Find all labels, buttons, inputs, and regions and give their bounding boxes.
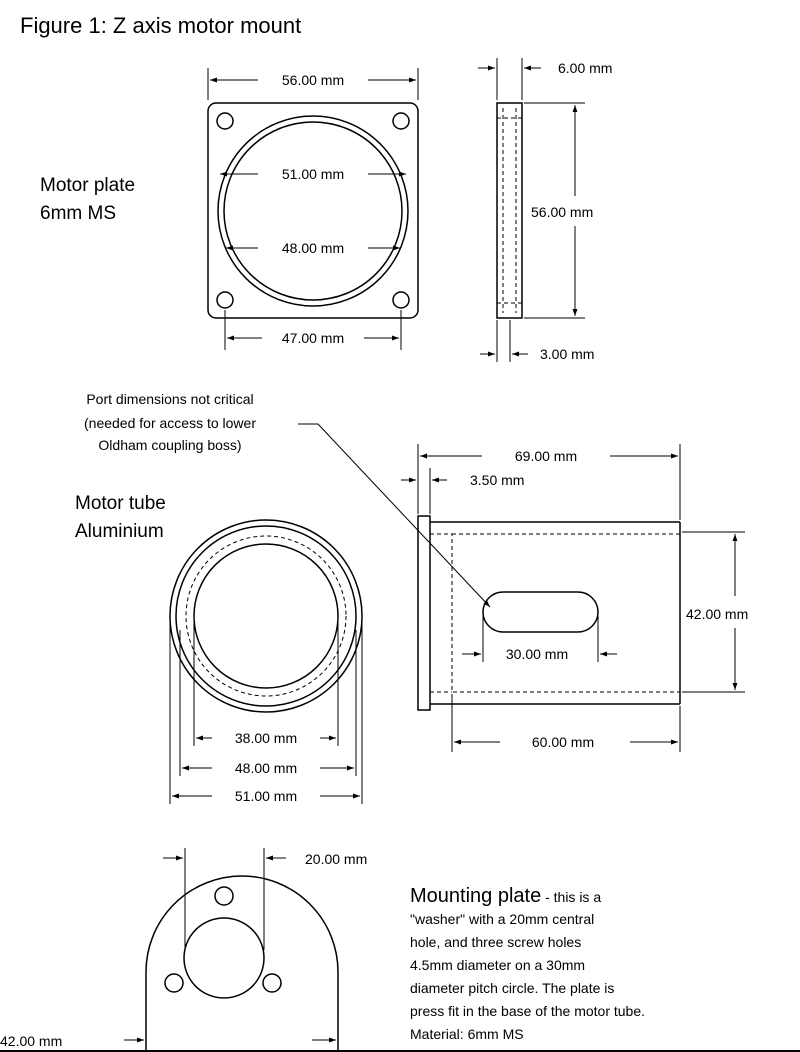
- dim-plate-inner-bore: 48.00 mm: [226, 240, 400, 256]
- dim-tube-body: 60.00 mm: [451, 694, 681, 752]
- motor-plate-front-view: [207, 102, 419, 319]
- mounting-plate-desc-line: 4.5mm diameter on a 30mm: [410, 957, 585, 973]
- dim-mounting-hole: 20.00 mm: [163, 851, 367, 867]
- dim-label: 56.00 mm: [282, 72, 344, 88]
- plate-screw-hole: [216, 112, 234, 130]
- dim-label: 47.00 mm: [282, 330, 344, 346]
- plate-inner-bore: [223, 121, 403, 301]
- port-note-line: Port dimensions not critical: [86, 391, 253, 407]
- mounting-plate-title-suffix: - this is a: [541, 889, 601, 905]
- dim-label: 38.00 mm: [235, 730, 297, 746]
- dim-label: 3.00 mm: [540, 346, 594, 362]
- mounting-plate-desc-line: Material: 6mm MS: [410, 1026, 524, 1042]
- dim-label: 51.00 mm: [282, 166, 344, 182]
- dim-label: 30.00 mm: [506, 646, 568, 662]
- mounting-plate-center-hole: [183, 917, 265, 999]
- port-note: Port dimensions not critical (needed for…: [84, 391, 491, 608]
- dim-label: 48.00 mm: [235, 760, 297, 776]
- port-note-line: Oldham coupling boss): [98, 437, 241, 453]
- dim-tube-outer: 51.00 mm: [172, 788, 360, 804]
- motor-plate-material: 6mm MS: [40, 203, 116, 224]
- dim-label: 48.00 mm: [282, 240, 344, 256]
- dim-tube-length: 69.00 mm: [417, 444, 681, 520]
- dim-label: 60.00 mm: [532, 734, 594, 750]
- plate-side-outline: [496, 102, 523, 319]
- dim-plate-recess: 3.00 mm: [480, 320, 594, 362]
- plate-screw-hole: [392, 291, 410, 309]
- tube-port-slot: [482, 591, 599, 633]
- motor-tube-material: Aluminium: [75, 521, 164, 542]
- mounting-plate-desc-line: press fit in the base of the motor tube.: [410, 1003, 645, 1019]
- motor-plate-label: Motor plate: [40, 175, 135, 196]
- dim-label: 3.50 mm: [470, 472, 524, 488]
- mounting-plate-screw-hole: [214, 886, 234, 906]
- dim-label: 20.00 mm: [305, 851, 367, 867]
- dim-plate-height: 56.00 mm: [524, 102, 593, 319]
- mounting-plate-screw-hole: [164, 973, 184, 993]
- plate-screw-hole: [216, 291, 234, 309]
- motor-tube-label: Motor tube: [75, 493, 166, 514]
- dim-plate-outer-bore: 51.00 mm: [220, 166, 406, 182]
- motor-tube-side-view: [417, 515, 681, 711]
- dim-label: 69.00 mm: [515, 448, 577, 464]
- plate-screw-hole: [392, 112, 410, 130]
- figure-title: Figure 1: Z axis motor mount: [20, 13, 301, 38]
- mounting-plate-screw-hole: [262, 973, 282, 993]
- mounting-plate-view: [145, 848, 339, 1052]
- dim-tube-bore: 38.00 mm: [196, 730, 336, 746]
- dim-label: 56.00 mm: [531, 204, 593, 220]
- mounting-plate-desc-line: hole, and three screw holes: [410, 934, 581, 950]
- dim-tube-flange: 3.50 mm: [401, 468, 524, 514]
- motor-plate-side-view: [496, 102, 523, 319]
- dim-label: 42.00 mm: [0, 1033, 62, 1049]
- mounting-plate-desc-line: diameter pitch circle. The plate is: [410, 980, 614, 996]
- port-note-line: (needed for access to lower: [84, 415, 256, 431]
- tube-bore-hidden: [451, 533, 681, 693]
- dim-plate-hole-spacing: 47.00 mm: [224, 310, 402, 350]
- dim-tube-inner: 48.00 mm: [182, 760, 354, 776]
- dim-tube-port: 30.00 mm: [462, 612, 617, 662]
- mounting-plate-outline: [145, 875, 339, 1052]
- plate-outline: [207, 102, 419, 319]
- mounting-plate-title-text: Mounting plate: [410, 885, 541, 907]
- dim-label: 51.00 mm: [235, 788, 297, 804]
- dim-mounting-diameter: 42.00 mm: [0, 1033, 336, 1049]
- plate-outer-bore: [217, 115, 409, 307]
- motor-tube-end-view: [169, 519, 363, 713]
- dim-label: 6.00 mm: [558, 60, 612, 76]
- dim-plate-width: 56.00 mm: [207, 68, 419, 100]
- mounting-plate-desc-line: "washer" with a 20mm central: [410, 911, 594, 927]
- dim-label: 42.00 mm: [686, 606, 748, 622]
- tube-extension-lines: [169, 616, 363, 804]
- dim-plate-thickness: 6.00 mm: [478, 58, 612, 100]
- tube-flange: [417, 515, 431, 711]
- mounting-plate-title: Mounting plate - this is a: [410, 885, 601, 907]
- dim-tube-diameter: 42.00 mm: [682, 531, 748, 693]
